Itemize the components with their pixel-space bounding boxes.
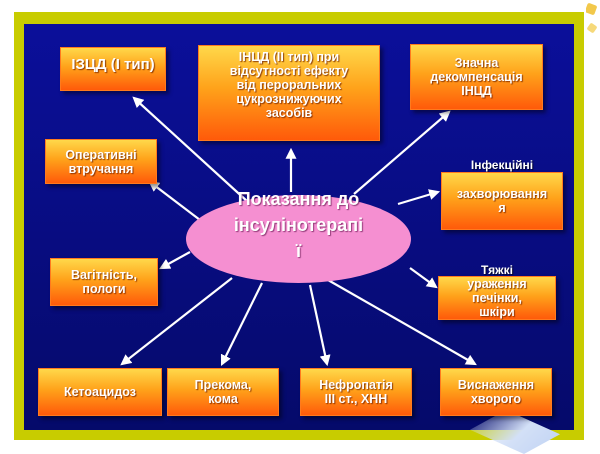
arrow-to-pregnancy xyxy=(159,251,191,270)
arrow-to-izcd xyxy=(132,96,249,203)
node-surgery: Оперативні втручання xyxy=(45,139,157,184)
node-ketoacidosis: Кетоацидоз xyxy=(38,368,162,416)
node-infection: захворювання я xyxy=(441,172,563,230)
node-pregnancy: Вагітність, пологи xyxy=(50,258,158,306)
node-precoma: Прекома, кома xyxy=(167,368,279,416)
arrow-to-liver xyxy=(409,267,438,289)
arrow-to-surgery xyxy=(148,180,201,221)
arrow-to-decomp xyxy=(353,110,451,195)
node-decompensation: Значна декомпенсація ІНЦД xyxy=(410,44,543,110)
arrow-to-exhaustion xyxy=(327,279,477,366)
node-liver-label-top: Тяжкі xyxy=(481,263,513,277)
arrow-to-ketoacidosis xyxy=(120,277,233,366)
arrow-to-precoma xyxy=(220,282,263,366)
arrow-to-infection xyxy=(397,189,441,206)
node-nephropathy: Нефропатія ІІІ ст., ХНН xyxy=(300,368,412,416)
arrow-to-nephropathy xyxy=(308,284,331,367)
node-liver: ураження печінки, шкіри xyxy=(438,276,556,320)
node-infection-label-top: Інфекційні xyxy=(470,158,534,172)
center-ellipse xyxy=(186,195,411,283)
node-izcd: ІЗЦД (І тип) xyxy=(60,47,166,91)
node-exhaustion: Виснаження хворого xyxy=(440,368,552,416)
center-label: Показання до інсулінотерапі ї xyxy=(233,189,364,261)
node-incd2: ІНЦД (ІІ тип) при відсутності ефекту від… xyxy=(198,45,380,141)
